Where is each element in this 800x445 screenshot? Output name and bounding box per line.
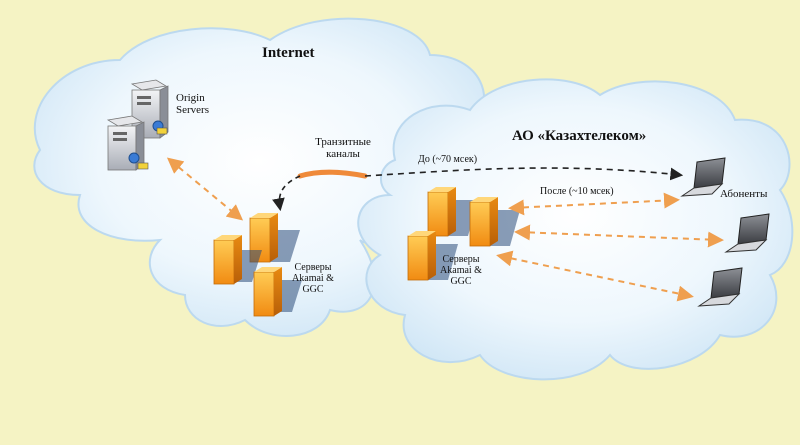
akamai-isp-label-line: GGC xyxy=(450,276,472,287)
subscribers-label: Абоненты xyxy=(720,188,768,200)
laptop-icon xyxy=(680,157,726,197)
laptop-icon xyxy=(724,213,770,253)
akamai-isp-label: Серверы Akamai & GGC xyxy=(426,254,496,287)
origin-server-icon xyxy=(106,115,149,171)
before-path-arrow xyxy=(364,167,684,181)
akamai-server-icon xyxy=(213,235,262,285)
origin-servers-label: Origin Servers xyxy=(176,92,209,116)
origin-servers-label-line: Origin xyxy=(176,92,205,104)
transit-channels-label: Транзитные каналы xyxy=(298,136,388,160)
origin-servers-label-line: Servers xyxy=(176,104,209,117)
akamai-isp-label-line: Серверы xyxy=(442,254,480,265)
after-latency-label: После (~10 мсек) xyxy=(540,186,614,197)
laptop-icon xyxy=(697,267,743,307)
akamai-internet-label-line: GGC xyxy=(302,284,324,295)
before-latency-label: До (~70 мсек) xyxy=(418,154,478,165)
before-path-arrow xyxy=(272,175,301,212)
akamai-internet-label: Серверы Akamai & GGC xyxy=(278,262,348,295)
transit-channels-label-line: каналы xyxy=(326,148,360,161)
akamai-internet-label-line: Серверы xyxy=(294,262,332,273)
transit-channel-link xyxy=(297,169,368,179)
akamai-server-icon xyxy=(427,187,478,237)
internet-cloud-title: Internet xyxy=(262,45,315,61)
akamai-isp-label-line: Akamai & xyxy=(440,265,482,276)
akamai-internet-label-line: Akamai & xyxy=(292,273,334,284)
transit-channels-label-line: Транзитные xyxy=(315,136,371,148)
akamai-server-icon xyxy=(253,267,302,317)
akamai-server-icon xyxy=(407,231,458,281)
isp-cloud xyxy=(357,78,794,381)
akamai-server-icon xyxy=(469,197,520,247)
origin-server-icon xyxy=(130,79,169,139)
after-path-arrow xyxy=(514,224,724,248)
isp-cloud-title: АО «Казахтелеком» xyxy=(512,128,647,144)
origin-to-cache-arrow xyxy=(166,157,244,221)
after-path-arrow xyxy=(508,192,680,216)
